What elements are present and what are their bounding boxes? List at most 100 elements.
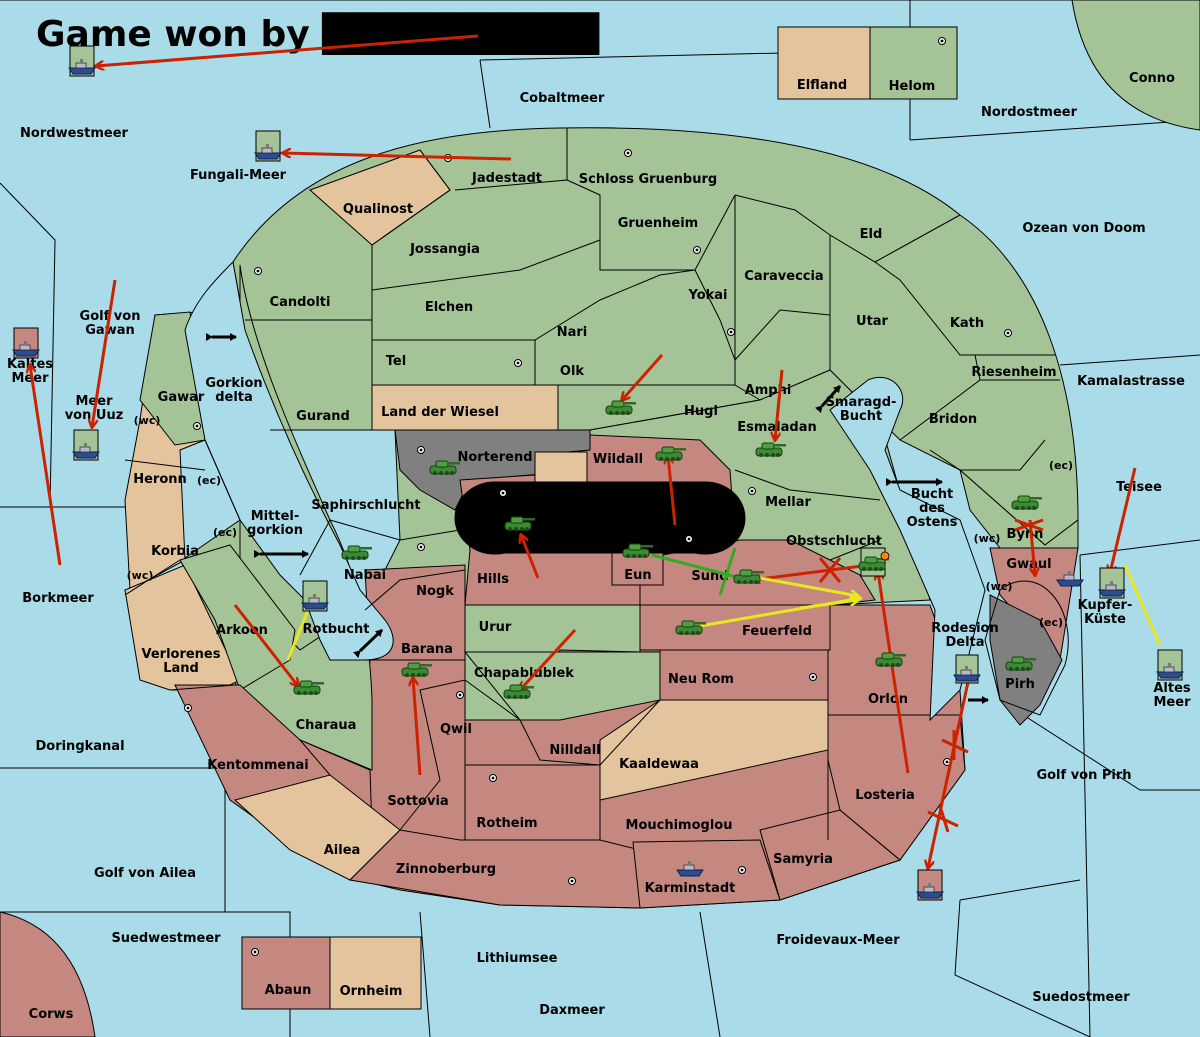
label-skr: Skr: [548, 488, 573, 503]
label-losteria: Losteria: [855, 788, 915, 803]
label-barana: Barana: [401, 642, 453, 657]
label-land-der-wiesel: Land der Wiesel: [381, 405, 499, 420]
coast-tag: (wc): [974, 532, 1001, 545]
fleet-unit[interactable]: [12, 327, 40, 359]
label-gruenheim: Gruenheim: [618, 216, 698, 231]
fleet-unit[interactable]: [72, 429, 100, 461]
label-hugl: Hugl: [684, 404, 718, 419]
label-mellar: Mellar: [765, 495, 811, 510]
label-golf-von-pirh: Golf von Pirh: [1036, 768, 1131, 783]
coast-tag: (ec): [213, 526, 237, 539]
fleet-unit[interactable]: [68, 45, 96, 77]
label-smaragd-bucht: Smaragd-Bucht: [826, 395, 897, 424]
fleet-unit[interactable]: [1156, 649, 1184, 681]
move-orders: [30, 34, 1137, 868]
label-utar: Utar: [856, 314, 889, 329]
label-riesenheim: Riesenheim: [971, 365, 1056, 380]
label-ozean-von-doom: Ozean von Doom: [1022, 221, 1145, 236]
label-ornheim: Ornheim: [340, 984, 403, 999]
inner-seas: [184, 260, 1069, 722]
label-heronn: Heronn: [133, 472, 187, 487]
label-polarmeer: Polarmeer: [368, 26, 444, 41]
label-corws: Corws: [29, 1007, 74, 1022]
region-ornheim[interactable]: [329, 936, 422, 1010]
label-schloss-gruenburg: Schloss Gruenburg: [579, 172, 717, 187]
label-mouchimoglou: Mouchimoglou: [626, 818, 733, 833]
label-hills: Hills: [477, 572, 509, 587]
label-norterend: Norterend: [457, 450, 532, 465]
label-elchen: Elchen: [425, 300, 473, 315]
label-qualinost: Qualinost: [343, 202, 413, 217]
region-elfland[interactable]: [777, 26, 871, 100]
label-kath: Kath: [950, 316, 984, 331]
label-westberg: Westberg: [502, 537, 572, 552]
fleet-unit[interactable]: [254, 130, 282, 162]
label-ailea: Ailea: [324, 843, 361, 858]
label-saphirschlucht: Saphirschlucht: [311, 498, 420, 513]
coast-tag: (wc): [127, 569, 154, 582]
label-sottovia: Sottovia: [387, 794, 448, 809]
label-charaua: Charaua: [296, 718, 357, 733]
label-kaaldewaa: Kaaldewaa: [619, 757, 699, 772]
fleet-unit[interactable]: [953, 654, 981, 684]
label-neu-rom: Neu Rom: [668, 672, 734, 687]
support-orders: [286, 564, 1162, 661]
label-eun: Eun: [624, 568, 651, 583]
coast-tag: (wc): [134, 414, 161, 427]
label-pirh: Pirh: [1005, 677, 1035, 692]
label-suedwestmeer: Suedwestmeer: [111, 931, 221, 946]
label-elfland: Elfland: [797, 78, 847, 93]
fleet-unit[interactable]: [1098, 567, 1126, 599]
region-abaun[interactable]: [241, 936, 331, 1010]
label-zinnoberburg: Zinnoberburg: [396, 862, 496, 877]
label-rotheim: Rotheim: [476, 816, 537, 831]
army-unit[interactable]: [858, 547, 890, 577]
label-gurand: Gurand: [296, 409, 350, 424]
label-mittelgorkion: Mittel-gorkion: [247, 509, 303, 538]
region-labels: Polarmeer Cobaltmeer Nordwestmeer Fungal…: [7, 26, 1191, 1022]
label-bridon: Bridon: [929, 412, 977, 427]
coast-tag: (ec): [197, 474, 221, 487]
label-gwaul: Gwaul: [1006, 557, 1051, 572]
label-froidevaux-meer: Froidevaux-Meer: [776, 933, 900, 948]
fleet-unit[interactable]: [301, 580, 329, 612]
label-nordostmeer: Nordostmeer: [981, 105, 1078, 120]
label-olk: Olk: [560, 364, 585, 379]
continent: [124, 127, 1079, 909]
label-yokai: Yokai: [687, 288, 727, 303]
fleet-unit[interactable]: [916, 869, 944, 901]
label-lithiumsee: Lithiumsee: [477, 951, 558, 966]
label-caraveccia: Caraveccia: [744, 269, 823, 284]
units: [12, 45, 1184, 901]
passage-markers: [206, 333, 989, 704]
label-borkmeer: Borkmeer: [22, 591, 94, 606]
label-suedostmeer: Suedostmeer: [1032, 990, 1130, 1005]
label-korbia: Korbia: [151, 544, 199, 559]
label-abaun: Abaun: [265, 983, 312, 998]
land-borders: [124, 128, 1060, 840]
label-kamalastrasse: Kamalastrasse: [1077, 374, 1185, 389]
region-conno[interactable]: [1071, 0, 1200, 131]
label-arkoon: Arkoon: [216, 623, 268, 638]
label-nordwestmeer: Nordwestmeer: [20, 126, 128, 141]
label-rotbucht: Rotbucht: [303, 622, 370, 637]
label-qwil: Qwil: [440, 722, 472, 737]
label-urur: Urur: [479, 620, 512, 635]
label-karminstadt: Karminstadt: [645, 881, 736, 896]
label-samyria: Samyria: [773, 852, 833, 867]
coast-tag: (wc): [986, 580, 1013, 593]
label-wildall: Wildall: [593, 452, 643, 467]
label-tel: Tel: [386, 354, 406, 369]
label-jadestadt: Jadestadt: [471, 171, 542, 186]
label-obstschlucht: Obstschlucht: [786, 534, 882, 549]
label-golf-von-ailea: Golf von Ailea: [94, 866, 196, 881]
label-nogk: Nogk: [416, 584, 454, 599]
coast-tag: (ec): [1049, 459, 1073, 472]
label-conno: Conno: [1129, 71, 1175, 86]
convoy-order: [651, 547, 741, 596]
